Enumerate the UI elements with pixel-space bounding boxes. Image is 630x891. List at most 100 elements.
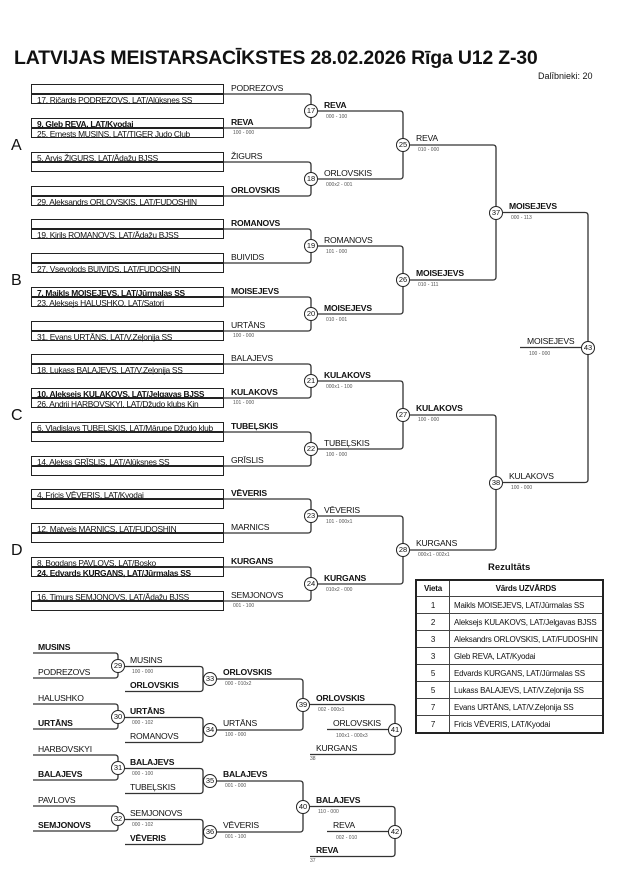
competitor-entry[interactable]: 19. Kirils ROMANOVS, LAT/Ādažu BJSS: [31, 229, 224, 240]
match-score: 010 - 001: [326, 317, 348, 323]
competitor-entry[interactable]: 23. Aleksejs HALUSHKO, LAT/Satori: [31, 297, 224, 308]
repechage-score: 000 - 102: [132, 719, 154, 726]
match-number-38[interactable]: 38: [489, 475, 503, 490]
repechage-top-name: PAVLOVS: [38, 795, 76, 805]
match-number-22[interactable]: 22: [304, 442, 318, 456]
match-number-42[interactable]: 42: [388, 824, 402, 839]
match-number-41[interactable]: 41: [388, 722, 402, 737]
round1-top-name: MOISEJEVS: [231, 286, 279, 296]
round1-bottom-name: KULAKOVS: [231, 387, 278, 397]
competitor-entry[interactable]: [31, 432, 224, 442]
competitor-entry[interactable]: 12. Matvejs MARNICS, LAT/FUDOSHIN: [31, 523, 224, 534]
round1-top-name: KURGANS: [231, 556, 274, 566]
match-number-20[interactable]: 20: [304, 307, 318, 321]
results-header-row: Vieta Vārds UZVĀRDS: [415, 579, 604, 597]
competitor-entry[interactable]: 10. Aleksejs KULAKOVS, LAT/Jelgavas BJSS: [31, 388, 224, 399]
repechage-feed-ref: 38: [310, 755, 316, 762]
match-number-43[interactable]: 43: [581, 340, 595, 355]
match-number-24[interactable]: 24: [304, 577, 318, 591]
competitor-entry[interactable]: 31. Evans URTĀNS, LAT/V.Zeļonija SS: [31, 331, 224, 342]
competitor-entry[interactable]: [31, 253, 224, 263]
bracket-line: [410, 414, 497, 551]
competitor-entry[interactable]: 26. Andrii HARBOVSKYI, LAT/Džudo klubs K…: [31, 398, 224, 409]
competitor-entry[interactable]: 6. Vladislavs TUBEĻSKIS, LAT/Mārupe Džud…: [31, 422, 224, 433]
round1-bottom-name: GRĪSLIS: [231, 455, 264, 465]
match-number-28[interactable]: 28: [396, 543, 410, 557]
repechage-feed-name: REVA: [316, 844, 339, 855]
round1-score: 100 - 000: [233, 130, 255, 136]
match-number-27[interactable]: 27: [396, 408, 410, 422]
match-winner-name: MOISEJEVS: [324, 303, 372, 313]
round1-top-name: VĒVERIS: [231, 488, 267, 498]
match-number-37[interactable]: 37: [489, 205, 503, 220]
result-place: 7: [415, 698, 450, 716]
competitor-entry[interactable]: 9. Gleb REVA, LAT/Kyodai: [31, 118, 224, 129]
match-number-21[interactable]: 21: [304, 374, 318, 388]
competitor-entry[interactable]: [31, 219, 224, 229]
round1-bottom-name: ORLOVSKIS: [231, 185, 280, 195]
match-score: 000x1 - 002x1: [418, 552, 450, 558]
page-title: LATVIJAS MEISTARSACĪKSTES 28.02.2026 Rīg…: [14, 47, 538, 69]
result-name: Aleksandrs ORLOVSKIS, LAT/FUDOSHIN: [448, 630, 604, 648]
competitor-entry[interactable]: 27. Vsevolods BUIVIDS, LAT/FUDOSHIN: [31, 263, 224, 274]
repechage-score: 000 - 100: [132, 770, 154, 777]
match-number-26[interactable]: 26: [396, 273, 410, 287]
match-number-18[interactable]: 18: [304, 172, 318, 186]
competitor-entry[interactable]: [31, 533, 224, 543]
repechage-score: 000 - 102: [132, 821, 154, 828]
match-number-32[interactable]: 32: [111, 811, 125, 826]
match-number-36[interactable]: 36: [203, 825, 217, 839]
competitor-entry[interactable]: [31, 162, 224, 172]
round1-score: 101 - 000: [233, 400, 255, 406]
competitor-entry[interactable]: 24. Edvards KURGANS, LAT/Jūrmalas SS: [31, 567, 224, 578]
match-number-31[interactable]: 31: [111, 760, 125, 775]
match-winner-name: KULAKOVS: [416, 403, 463, 413]
competitor-entry[interactable]: 16. Timurs SEMJONOVS, LAT/Ādažu BJSS: [31, 591, 224, 602]
competitor-entry[interactable]: 25. Ernests MUSINS, LAT/TIGER Judo Club: [31, 128, 224, 139]
competitor-entry[interactable]: [31, 354, 224, 364]
competitor-entry[interactable]: 14. Alekss GRĪSLIS, LAT/Alūksnes SS: [31, 456, 224, 467]
match-number-40[interactable]: 40: [296, 799, 310, 814]
competitor-entry[interactable]: [31, 186, 224, 196]
competitor-entry[interactable]: [31, 499, 224, 509]
competitor-entry[interactable]: [31, 601, 224, 611]
match-number-29[interactable]: 29: [111, 658, 125, 673]
competitor-entry[interactable]: [31, 84, 224, 94]
repechage-score: 001 - 100: [225, 834, 247, 840]
match-number-34[interactable]: 34: [203, 723, 217, 737]
match-number-35[interactable]: 35: [203, 774, 217, 788]
match-number-33[interactable]: 33: [203, 672, 217, 686]
match-number-19[interactable]: 19: [304, 239, 318, 253]
competitor-entry[interactable]: 8. Bogdans PAVLOVS, LAT/Bosko: [31, 557, 224, 568]
match-number-39[interactable]: 39: [296, 697, 310, 712]
header-name: Vārds UZVĀRDS: [448, 579, 604, 597]
match-winner-name: TUBEĻSKIS: [324, 438, 370, 448]
match-score: 101 - 000: [326, 249, 348, 255]
repechage-winner-name: VĒVERIS: [223, 820, 259, 830]
competitor-entry[interactable]: [31, 321, 224, 331]
repechage-score: 100 - 000: [132, 668, 154, 675]
match-winner-name: REVA: [416, 133, 438, 143]
match-number-17[interactable]: 17: [304, 104, 318, 118]
match-score: 010 - 000: [418, 147, 440, 153]
competitor-entry[interactable]: 18. Lukass BALAJEVS, LAT/V.Zeļonija SS: [31, 364, 224, 375]
match-winner-name: ROMANOVS: [324, 235, 373, 245]
competitor-entry[interactable]: 4. Fricis VĒVERIS, LAT/Kyodai: [31, 489, 224, 500]
match-number-25[interactable]: 25: [396, 138, 410, 152]
result-name: Lukass BALAJEVS, LAT/V.Zeļonija SS: [448, 681, 604, 699]
result-place: 2: [415, 613, 450, 631]
repechage-winner-name: ORLOVSKIS: [223, 667, 272, 677]
competitor-entry[interactable]: 17. Ričards PODREZOVS, LAT/Alūksnes SS: [31, 94, 224, 105]
match-number-23[interactable]: 23: [304, 509, 318, 523]
competitor-entry[interactable]: [31, 466, 224, 476]
round1-top-name: BALAJEVS: [231, 353, 273, 363]
competitor-entry[interactable]: 5. Arvis ŽIGURS, LAT/Ādažu BJSS: [31, 152, 224, 163]
competitor-entry[interactable]: 29. Aleksandrs ORLOVSKIS, LAT/FUDOSHIN: [31, 196, 224, 207]
repechage-top-name: HALUSHKO: [38, 693, 84, 703]
repechage-top-name: MUSINS: [38, 642, 71, 652]
match-number-30[interactable]: 30: [111, 709, 125, 724]
repechage-score: 001 - 000: [225, 783, 247, 789]
competitor-entry[interactable]: 7. Maikls MOISEJEVS, LAT/Jūrmalas SS: [31, 287, 224, 298]
